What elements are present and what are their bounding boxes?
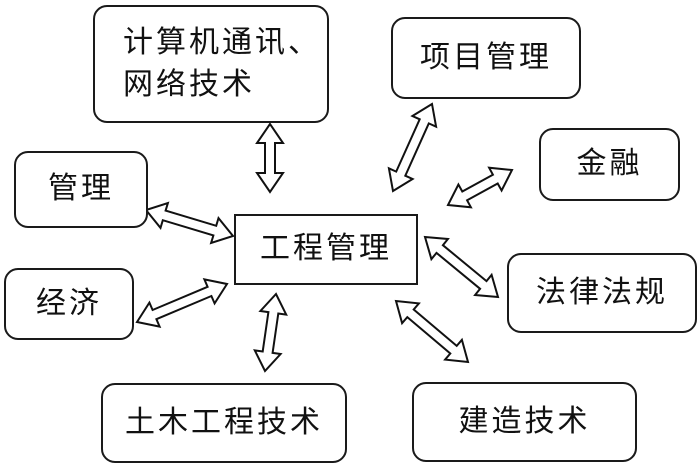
double-arrow-center-mgmt: [144, 201, 235, 245]
node-management: 管理: [14, 151, 148, 228]
node-finance: 金融: [539, 128, 680, 201]
node-label: 土木工程技术: [125, 404, 323, 440]
double-arrow-center-econ: [135, 278, 229, 328]
double-arrow-center-fin: [446, 166, 514, 209]
double-arrow-center-civil: [253, 292, 288, 373]
node-label-line-2: 网络技术: [123, 67, 255, 102]
node-label: 建造技术: [458, 403, 591, 439]
node-label: 管理: [48, 171, 114, 207]
double-arrow-center-law: [423, 235, 500, 299]
node-label: 法律法规: [536, 274, 668, 310]
node-label: 金融: [576, 146, 643, 182]
node-laws-regulations: 法律法规: [507, 253, 697, 333]
node-computer-network-tech: 计算机通讯、 网络技术: [93, 5, 329, 123]
node-economics: 经济: [4, 268, 134, 340]
double-arrow-center-build: [394, 299, 470, 364]
node-project-management: 项目管理: [391, 17, 581, 99]
node-civil-engineering-tech: 土木工程技术: [101, 383, 347, 463]
node-label: 经济: [36, 285, 102, 321]
node-construction-tech: 建造技术: [412, 382, 637, 462]
node-label: 项目管理: [420, 39, 552, 75]
node-label-line-1: 计算机通讯、: [123, 25, 321, 60]
center-label: 工程管理: [260, 231, 392, 267]
node-label: 计算机通讯、 网络技术: [95, 22, 321, 106]
node-engineering-management-center: 工程管理: [234, 214, 418, 285]
double-arrow-center-top: [255, 122, 285, 194]
double-arrow-center-pm: [387, 102, 438, 193]
